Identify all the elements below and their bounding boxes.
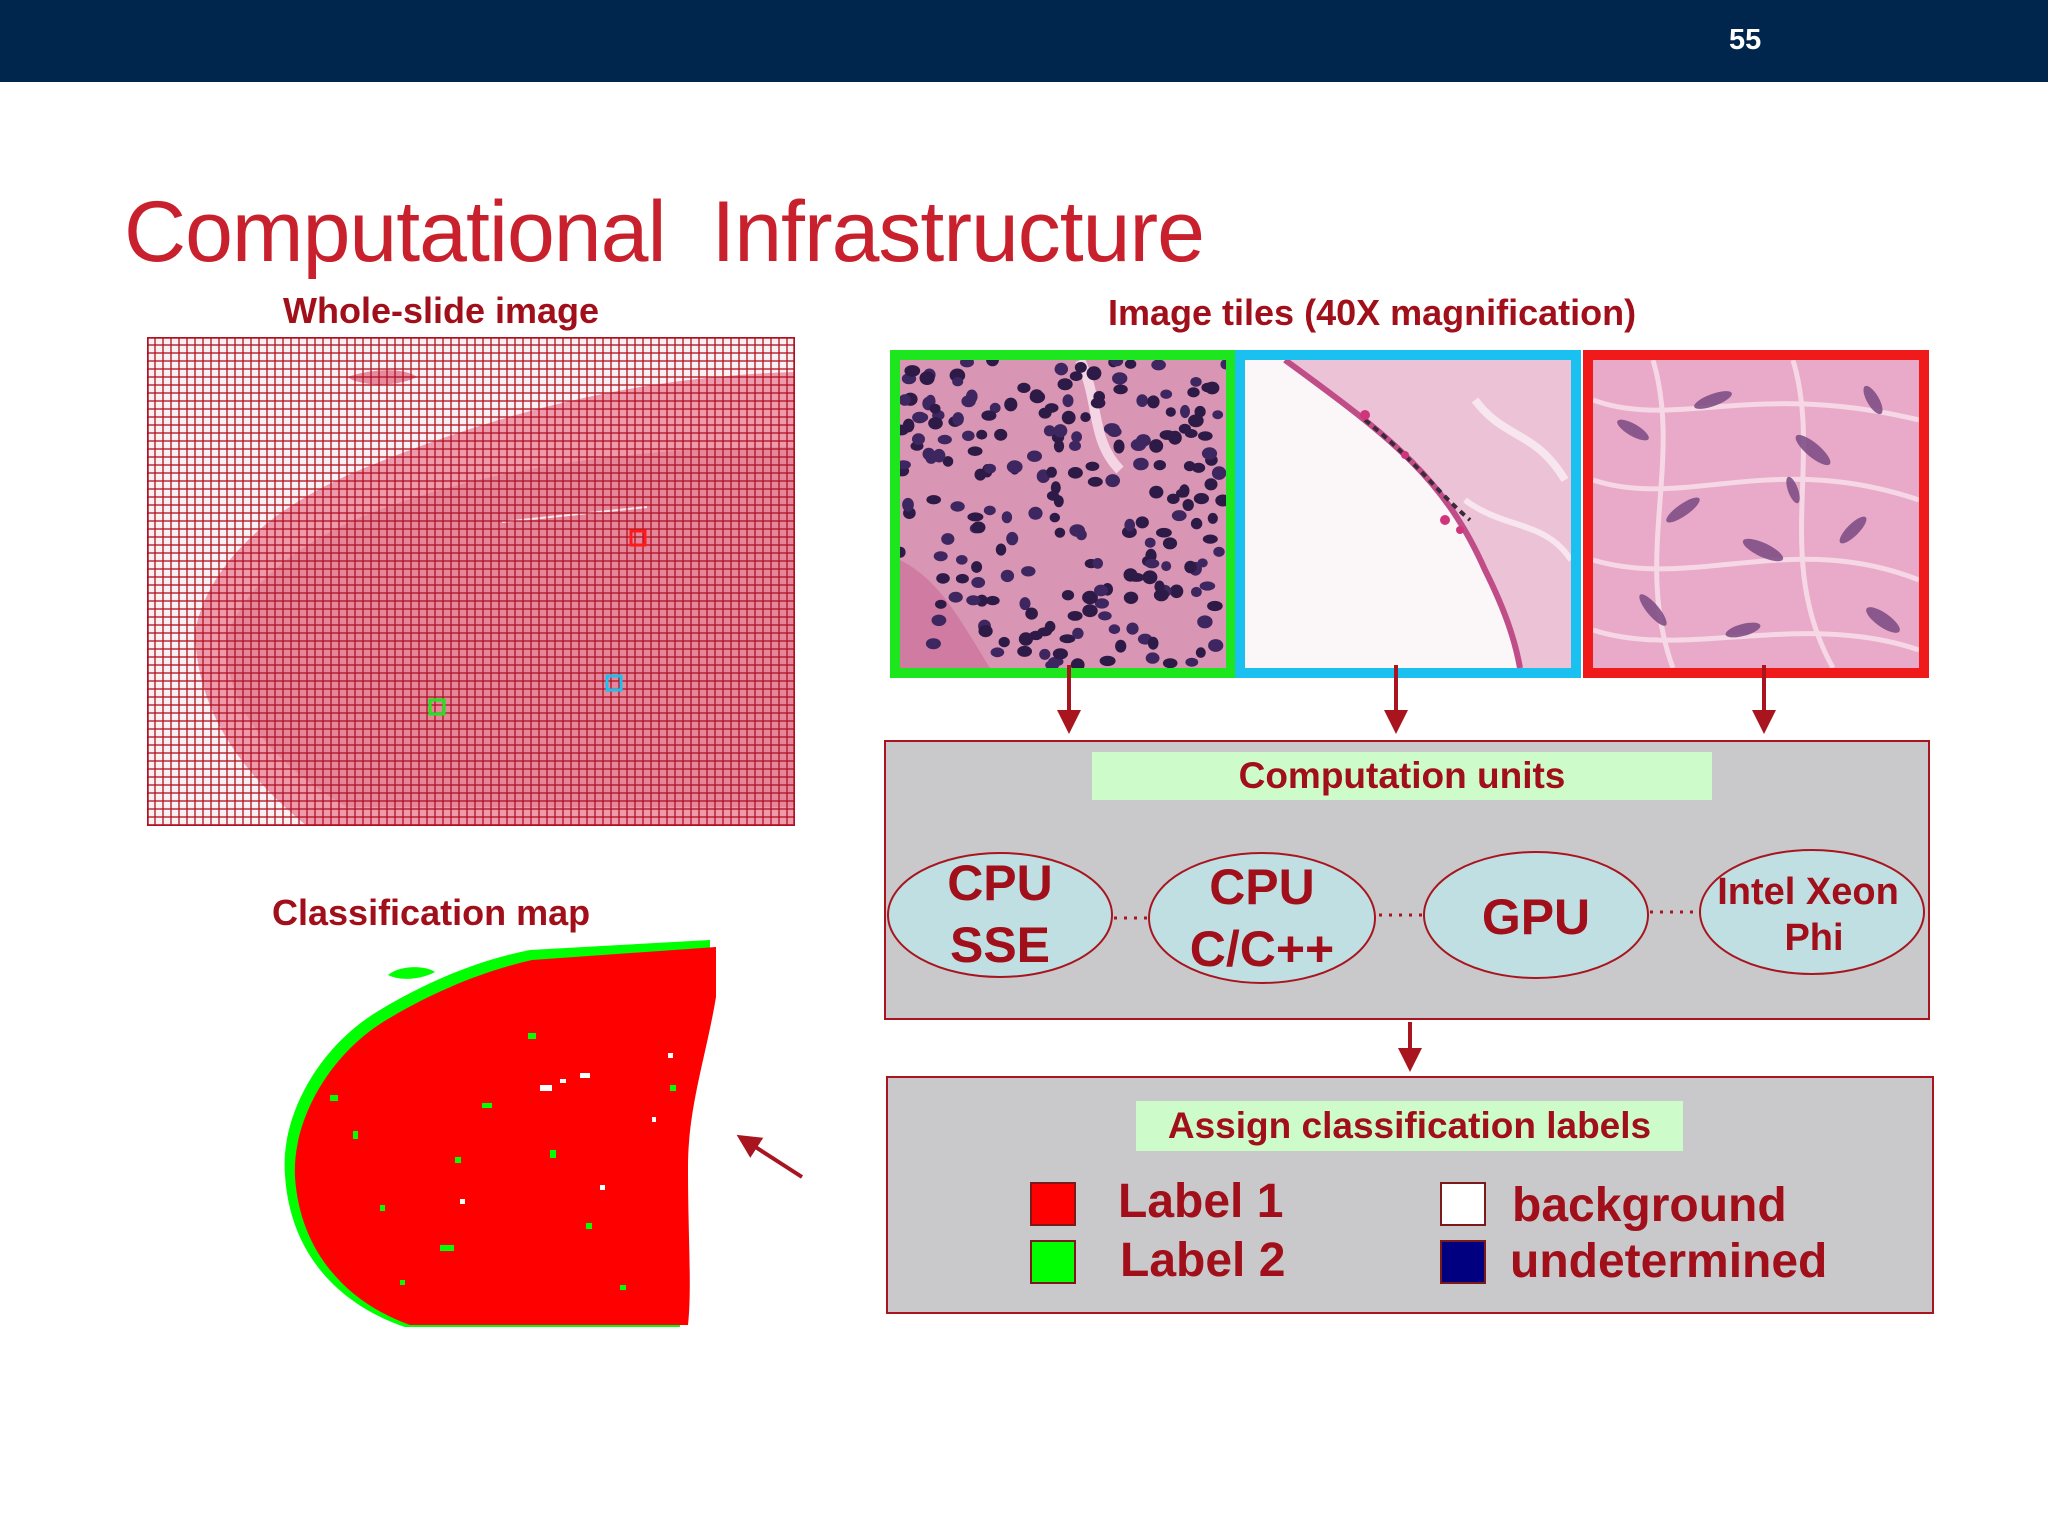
legend-label-1: Label 1 bbox=[1118, 1175, 1284, 1228]
legend-swatch-label-2 bbox=[1030, 1240, 1076, 1284]
page-number: 55 bbox=[1729, 24, 1762, 56]
green-tile-marker bbox=[428, 698, 446, 716]
legend-label-background: background bbox=[1512, 1179, 1787, 1232]
slide-title: Computational Infrastructure bbox=[124, 184, 1205, 280]
legend-swatch-background bbox=[1440, 1182, 1486, 1226]
legend-label-2: Label 2 bbox=[1120, 1234, 1286, 1287]
image-tile-green bbox=[890, 350, 1236, 678]
header-bar bbox=[0, 0, 2048, 82]
classification-map-title: Classification map bbox=[272, 892, 591, 933]
cyan-tile-marker bbox=[605, 674, 623, 692]
computation-units-label: Computation units bbox=[1092, 752, 1712, 800]
arrow-to-map bbox=[736, 1134, 804, 1179]
legend-swatch-undetermined bbox=[1440, 1240, 1486, 1284]
legend-swatch-label-1 bbox=[1030, 1182, 1076, 1226]
legend-label-undetermined: undetermined bbox=[1510, 1235, 1828, 1288]
image-tile-cyan bbox=[1235, 350, 1581, 678]
whole-slide-image-title: Whole-slide image bbox=[283, 290, 600, 331]
image-tile-red bbox=[1583, 350, 1929, 678]
assign-labels-title: Assign classification labels bbox=[1136, 1101, 1683, 1151]
classification-map bbox=[284, 940, 716, 1327]
whole-slide-image bbox=[147, 337, 795, 826]
red-tile-marker bbox=[629, 529, 647, 547]
image-tiles-title: Image tiles (40X magnification) bbox=[1108, 292, 1637, 333]
